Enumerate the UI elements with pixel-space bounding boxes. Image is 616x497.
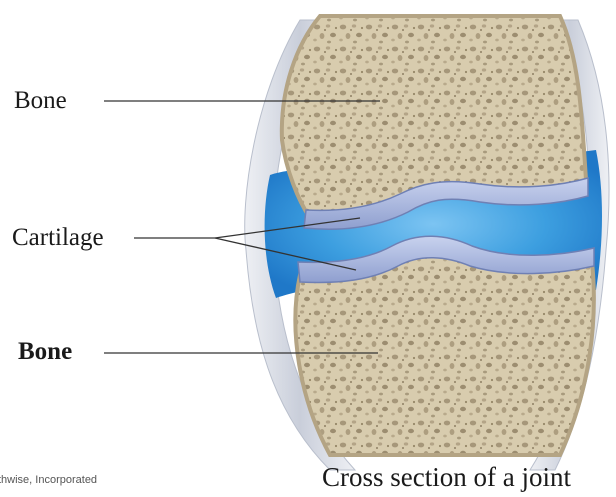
lower-bone (295, 254, 593, 455)
label-cartilage: Cartilage (12, 225, 104, 250)
label-bone-top: Bone (14, 88, 67, 113)
label-bone-bottom: Bone (18, 339, 72, 364)
credit-text: thwise, Incorporated (0, 474, 97, 486)
figure-caption: Cross section of a joint (322, 462, 571, 493)
